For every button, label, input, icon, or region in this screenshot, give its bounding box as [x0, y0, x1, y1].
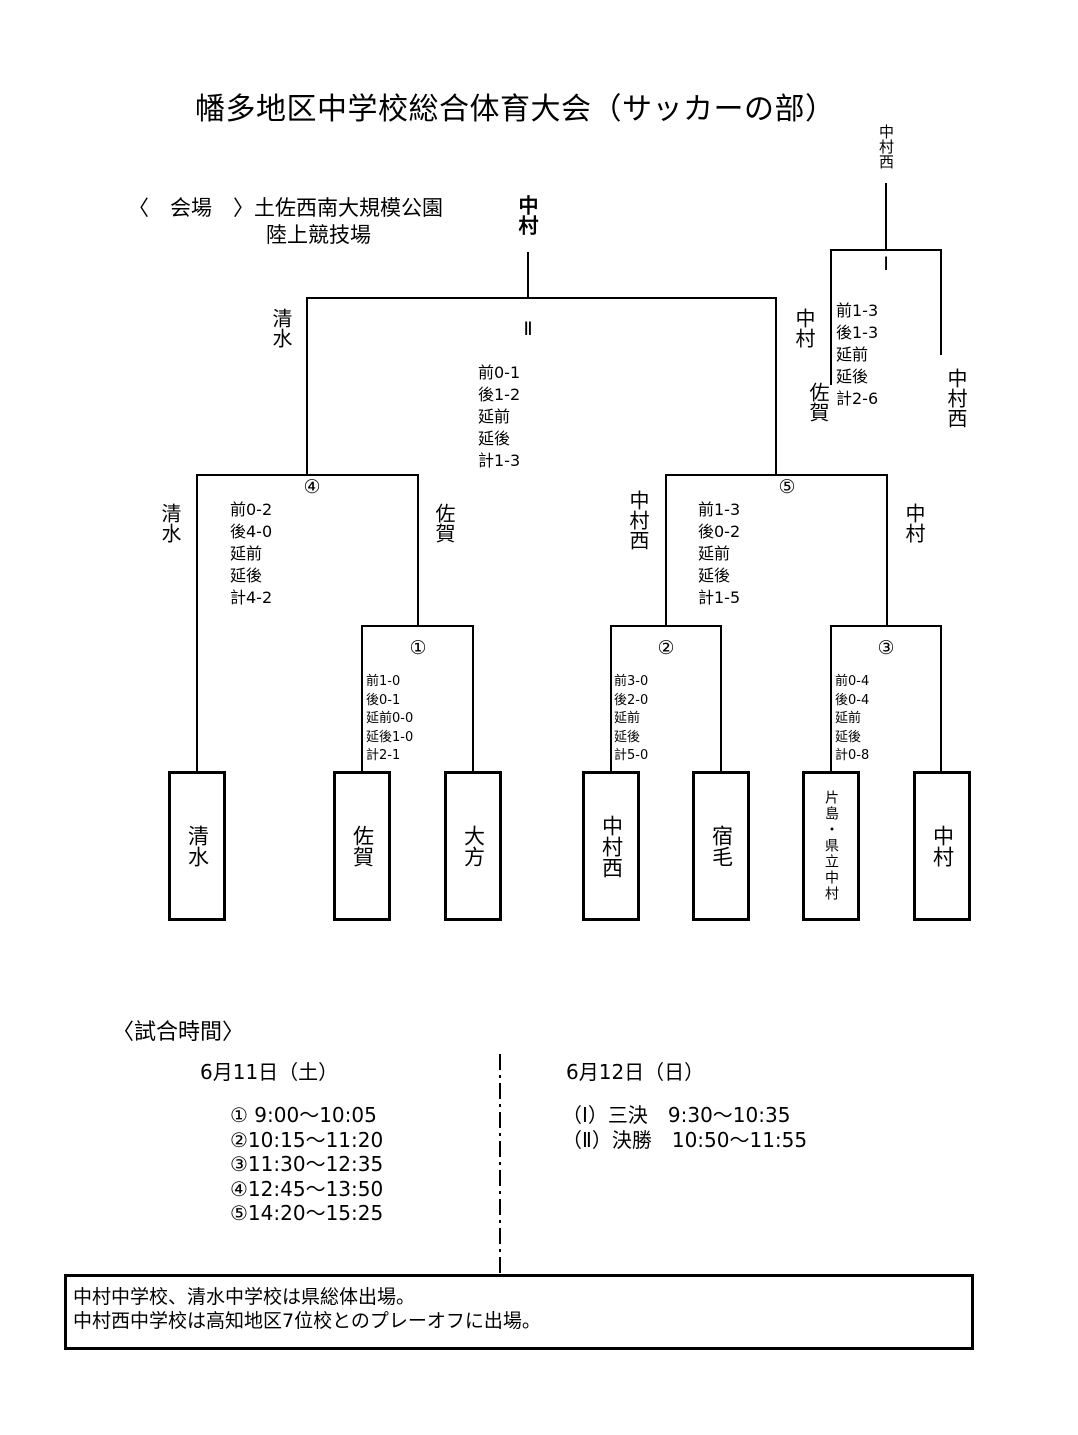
team-name: 宿毛 — [709, 825, 734, 867]
score-line: 延後 — [836, 367, 869, 386]
schedule-day1-date: 6月11日（土） — [200, 1060, 339, 1084]
score-line: 後0-4 — [835, 692, 870, 708]
score-line: 前0-4 — [835, 674, 870, 689]
final-left-label: 清水 — [269, 308, 293, 348]
third-right-label: 中村西 — [944, 368, 968, 428]
page-title: 幡多地区中学校総合体育大会（サッカーの部） — [195, 92, 836, 127]
team-name: 中村西 — [599, 814, 624, 878]
score-line: 延前0-0 — [366, 711, 414, 726]
schedule-item: （Ⅰ）三決 9:30～10:35 — [562, 1103, 791, 1127]
schedule-heading: 〈試合時間〉 — [112, 1020, 245, 1045]
schedule-item: ④12:45～13:50 — [230, 1176, 384, 1201]
score-line: 前1-3 — [698, 500, 741, 519]
team-box-nakamura-nishi: 中村西 — [582, 771, 640, 921]
final-right-label: 中村 — [792, 308, 816, 348]
m3-scores: 前0-4 後0-4 延前 延後 計0-8 — [835, 673, 869, 766]
score-line: 延後 — [478, 429, 511, 448]
score-line: 後0-1 — [366, 692, 401, 708]
team-name: 清水 — [185, 825, 210, 867]
schedule-item: ⑤14:20～15:25 — [230, 1201, 384, 1226]
score-line: 後2-0 — [614, 692, 649, 708]
third-left-label: 佐賀 — [806, 382, 830, 422]
score-line: 延後 — [698, 566, 731, 585]
score-line: 計5-0 — [614, 748, 649, 763]
note-line: 中村西中学校は高知地区7位校とのプレーオフに出場。 — [73, 1310, 541, 1332]
match-5-number: ⑤ — [774, 476, 800, 498]
team-box-ogata: 大方 — [444, 771, 502, 921]
m1-scores: 前1-0 後0-1 延前0-0 延後1-0 計2-1 — [366, 673, 413, 766]
score-line: 前3-0 — [614, 674, 649, 689]
score-line: 後1-2 — [478, 385, 521, 404]
team-name: 佐賀 — [350, 825, 375, 867]
score-line: 延前 — [698, 544, 731, 563]
match-final-number: Ⅱ — [515, 318, 541, 340]
score-line: 延前 — [230, 544, 263, 563]
venue-name-2: 陸上競技場 — [266, 223, 371, 247]
venue-line: 〈 会場 〉土佐西南大規模公園 — [128, 192, 443, 222]
m4-right-label: 佐賀 — [432, 503, 456, 543]
m4-scores: 前0-2 後4-0 延前 延後 計4-2 — [230, 499, 272, 609]
schedule-day2-date: 6月12日（日） — [566, 1060, 705, 1084]
score-line: 計1-3 — [478, 451, 521, 470]
score-line: 計0-8 — [835, 748, 870, 763]
schedule-item: ②10:15～11:20 — [230, 1127, 384, 1152]
m5-left-label: 中村西 — [626, 490, 650, 550]
final-scores: 前0-1 後1-2 延前 延後 計1-3 — [478, 362, 520, 472]
team-name: 大方 — [461, 825, 486, 867]
score-line: 計4-2 — [230, 588, 273, 607]
team-box-shimizu: 清水 — [168, 771, 226, 921]
score-line: 延後1-0 — [366, 729, 414, 745]
schedule-day2-list: （Ⅰ）三決 9:30～10:35 （Ⅱ）決勝 10:50～11:55 — [562, 1103, 807, 1152]
score-line: 延後 — [614, 729, 641, 745]
team-box-saga: 佐賀 — [333, 771, 391, 921]
bracket-line-final — [306, 297, 777, 475]
third-scores: 前1-3 後1-3 延前 延後 計2-6 — [836, 300, 878, 410]
score-line: 前0-1 — [478, 363, 521, 382]
score-line: 前1-0 — [366, 674, 401, 689]
venue-name: 土佐西南大規模公園 — [254, 196, 443, 220]
team-box-sukumo: 宿毛 — [692, 771, 750, 921]
score-line: 計2-1 — [366, 748, 401, 763]
match-1-number: ① — [405, 637, 431, 659]
score-line: 後0-2 — [698, 522, 741, 541]
venue-label: 〈 会場 〉 — [128, 196, 254, 220]
match-3-number: ③ — [873, 637, 899, 659]
match-third-number: Ⅰ — [873, 253, 899, 275]
score-line: 後4-0 — [230, 522, 273, 541]
schedule-item: ③11:30～12:35 — [230, 1152, 384, 1177]
m5-scores: 前1-3 後0-2 延前 延後 計1-5 — [698, 499, 740, 609]
score-line: 延前 — [836, 345, 869, 364]
team-box-nakamura: 中村 — [913, 771, 971, 921]
team-box-katashima-kenritsu-nakamura: 片島・県立中村 — [802, 771, 860, 921]
score-line: 後1-3 — [836, 323, 879, 342]
match-2-number: ② — [653, 637, 679, 659]
champion-label: 中村 — [515, 195, 539, 235]
team-name: 中村 — [930, 825, 955, 867]
schedule-item: ① 9:00～10:05 — [230, 1103, 377, 1127]
schedule-day1-list: ① 9:00～10:05 ②10:15～11:20 ③11:30～12:35 ④… — [230, 1103, 383, 1226]
score-line: 延後 — [230, 566, 263, 585]
m5-right-label: 中村 — [902, 503, 926, 543]
score-line: 計1-5 — [698, 588, 741, 607]
schedule-item: （Ⅱ）決勝 10:50～11:55 — [562, 1127, 808, 1152]
score-line: 前1-3 — [836, 301, 879, 320]
score-line: 延前 — [835, 711, 862, 726]
score-line: 延前 — [614, 711, 641, 726]
score-line: 計2-6 — [836, 389, 879, 408]
m4-left-label: 清水 — [158, 503, 182, 543]
m2-scores: 前3-0 後2-0 延前 延後 計5-0 — [614, 673, 648, 766]
score-line: 前0-2 — [230, 500, 273, 519]
note-line: 中村中学校、清水中学校は県総体出場。 — [73, 1286, 416, 1308]
notes-box: 中村中学校、清水中学校は県総体出場。 中村西中学校は高知地区7位校とのプレーオフ… — [64, 1274, 974, 1350]
third-place-winner-label: 中村西 — [877, 124, 895, 169]
match-4-number: ④ — [299, 476, 325, 498]
score-line: 延前 — [478, 407, 511, 426]
team-name: 片島・県立中村 — [823, 790, 839, 902]
score-line: 延後 — [835, 729, 862, 745]
